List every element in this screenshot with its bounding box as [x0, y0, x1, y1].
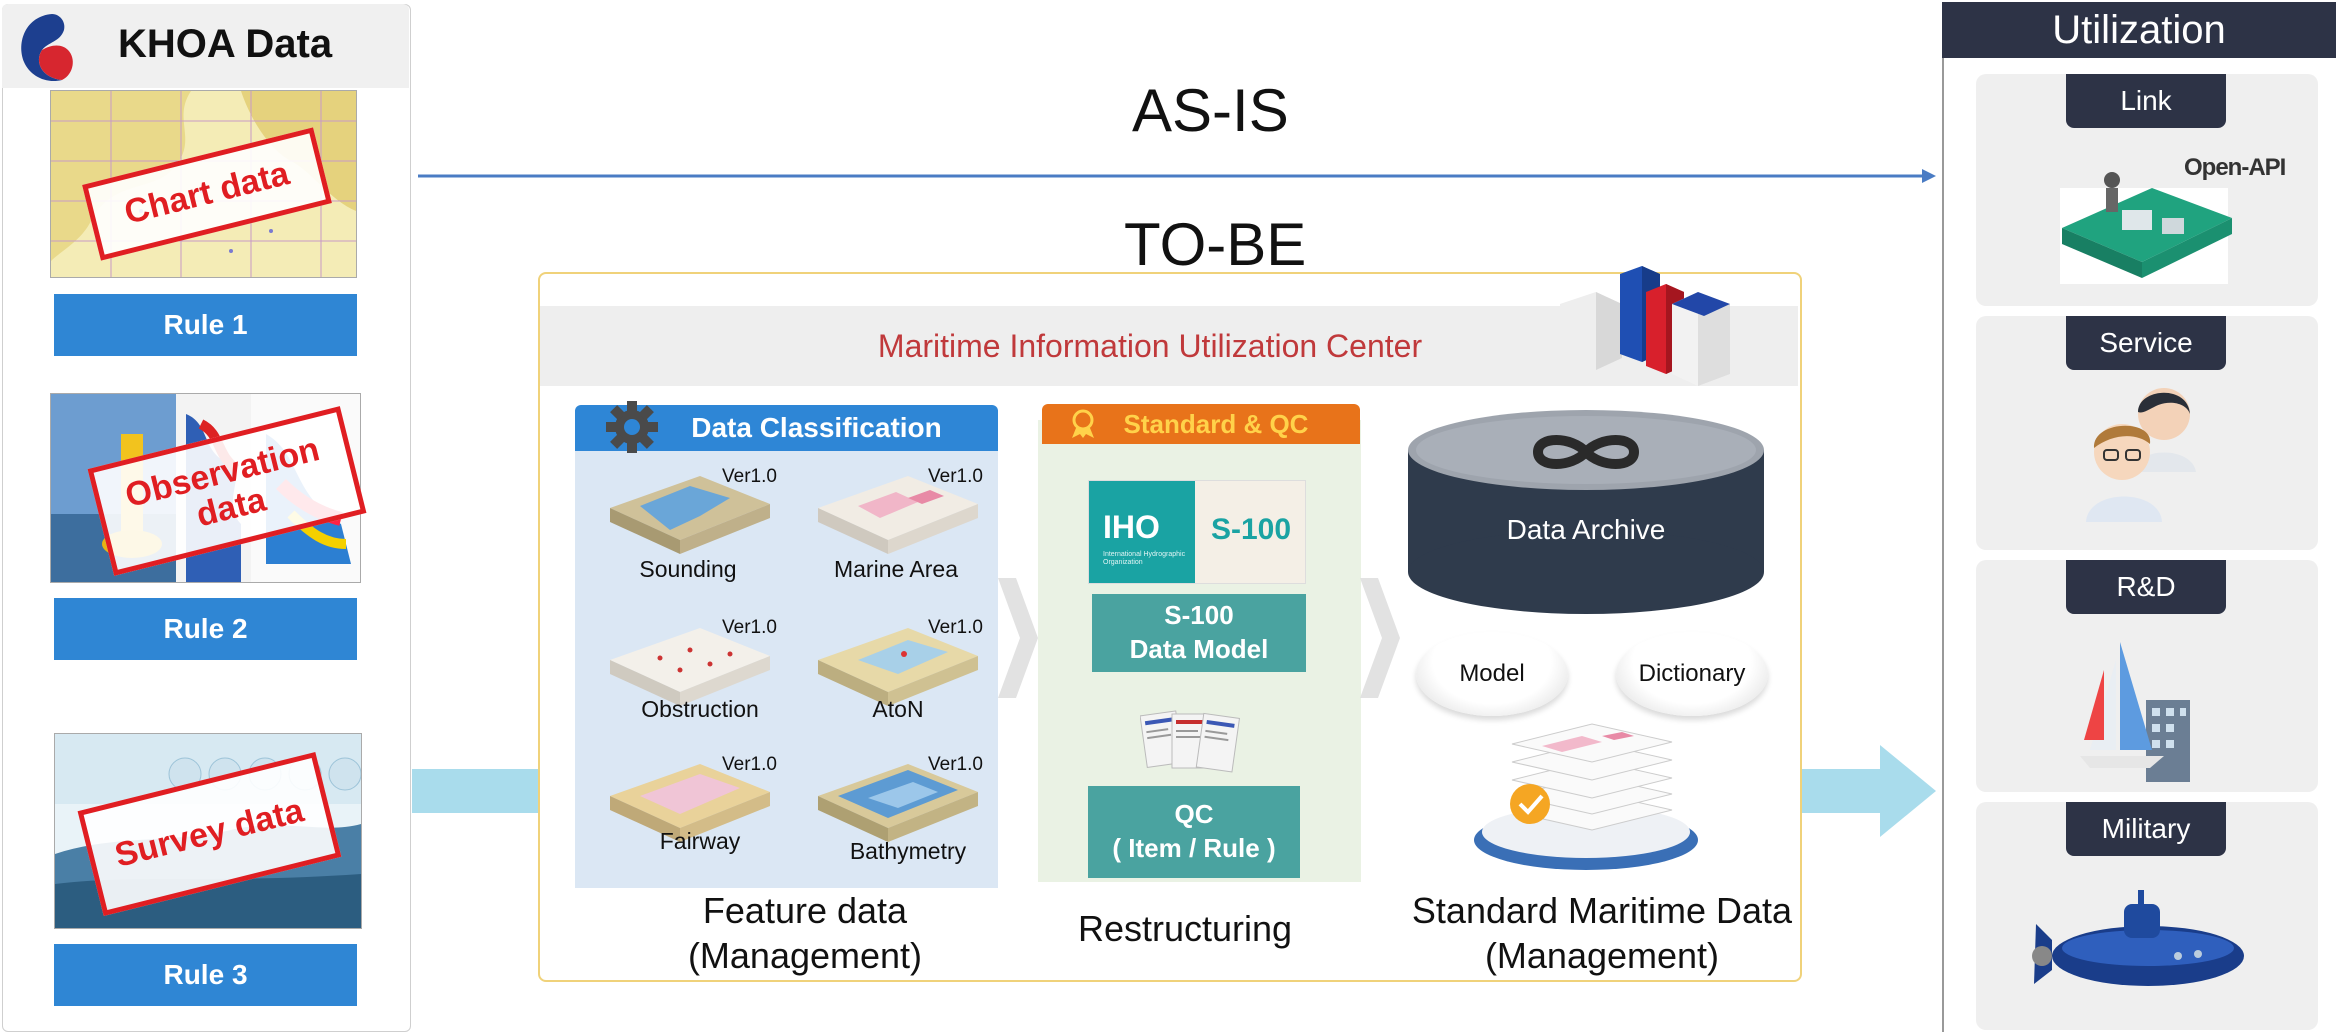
fairway-map-icon	[610, 764, 770, 842]
to-be-arrowhead	[1880, 745, 1936, 837]
standard-maritime-caption-line2: (Management)	[1484, 935, 1720, 976]
bathymetry-version: Ver1.0	[928, 754, 983, 775]
rule-2-button[interactable]: Rule 2	[54, 598, 357, 660]
s100-data-model-box: S-100 Data Model	[1092, 594, 1306, 672]
utilization-title: Utilization	[1942, 2, 2336, 58]
khoa-data-header	[2, 4, 409, 88]
obstruction-map-icon	[610, 628, 770, 706]
s100-badge-text: S-100	[1211, 513, 1292, 546]
qc-box-line2: ( Item / Rule )	[1112, 833, 1276, 863]
infinity-icon	[1532, 435, 1640, 469]
fairway-version: Ver1.0	[722, 754, 777, 775]
open-api-platform-icon	[2060, 172, 2232, 284]
sailboat-building-icon	[2080, 642, 2190, 782]
model-oval: Model	[1416, 632, 1568, 716]
as-is-label: AS-IS	[1132, 77, 1289, 144]
iho-logo-mark: IHO International Hydrographic Organizat…	[1089, 481, 1195, 583]
qc-box-line1: QC	[1174, 799, 1214, 830]
service-tab[interactable]: Service	[2066, 316, 2226, 370]
sounding-label: Sounding	[639, 556, 737, 582]
as-is-arrowhead	[1922, 169, 1936, 183]
sounding-version: Ver1.0	[722, 466, 777, 487]
restructuring-caption: Restructuring	[1077, 908, 1293, 949]
chevron-right-icon	[998, 578, 1038, 698]
center-title: Maritime Information Utilization Center	[877, 327, 1423, 364]
submarine-icon	[2032, 890, 2244, 986]
rnd-tab[interactable]: R&D	[2066, 560, 2226, 614]
korea-emblem-icon	[21, 14, 73, 82]
chevron-right-icon-2	[1360, 578, 1400, 698]
iho-logo-subtext: International Hydrographic Organization	[1103, 551, 1186, 566]
standard-maritime-caption-line1: Standard Maritime Data	[1411, 890, 1793, 931]
iho-logo-text: IHO	[1103, 509, 1160, 545]
military-tab[interactable]: Military	[2066, 802, 2226, 856]
sounding-map-icon	[610, 476, 770, 554]
obstruction-label: Obstruction	[641, 696, 759, 722]
marine-area-version: Ver1.0	[928, 466, 983, 487]
bathymetry-map-icon	[818, 764, 978, 842]
data-archive-label: Data Archive	[1506, 514, 1666, 545]
qc-box: QC ( Item / Rule )	[1088, 786, 1300, 878]
feature-data-caption: Feature data (Management)	[600, 888, 1010, 978]
building-icon	[1560, 266, 1730, 386]
dictionary-oval: Dictionary	[1616, 632, 1768, 716]
fairway-label: Fairway	[659, 828, 741, 854]
aton-map-icon	[818, 628, 978, 706]
link-tab[interactable]: Link	[2066, 74, 2226, 128]
aton-version: Ver1.0	[928, 617, 983, 638]
feature-data-caption-line2: (Management)	[687, 935, 923, 976]
documents-icon	[1140, 710, 1240, 773]
marine-area-label: Marine Area	[833, 556, 958, 582]
award-icon	[1072, 409, 1094, 438]
feature-data-caption-line1: Feature data	[702, 890, 908, 931]
standard-qc-header: Standard & QC	[1042, 404, 1360, 444]
open-api-label: Open-API	[2184, 154, 2286, 181]
rule-3-button[interactable]: Rule 3	[54, 944, 357, 1006]
khoa-data-title: KHOA Data	[118, 22, 333, 66]
stacked-maps-icon	[1474, 723, 1698, 870]
marine-area-map-icon	[818, 476, 978, 554]
aton-label: AtoN	[872, 696, 924, 722]
iho-logo: IHO International Hydrographic Organizat…	[1088, 480, 1306, 584]
s100-data-model-line1: S-100	[1164, 600, 1234, 631]
s100-data-model-line2: Data Model	[1129, 634, 1269, 664]
obstruction-version: Ver1.0	[722, 617, 777, 638]
bathymetry-label: Bathymetry	[849, 838, 967, 864]
standard-qc-header-label: Standard & QC	[1123, 408, 1309, 439]
data-classification-header-label: Data Classification	[691, 412, 942, 443]
to-be-label: TO-BE	[1124, 211, 1307, 278]
standard-maritime-caption: Standard Maritime Data (Management)	[1404, 888, 1800, 978]
rule-1-button[interactable]: Rule 1	[54, 294, 357, 356]
gear-icon	[606, 401, 658, 453]
people-service-icon	[2086, 388, 2196, 522]
